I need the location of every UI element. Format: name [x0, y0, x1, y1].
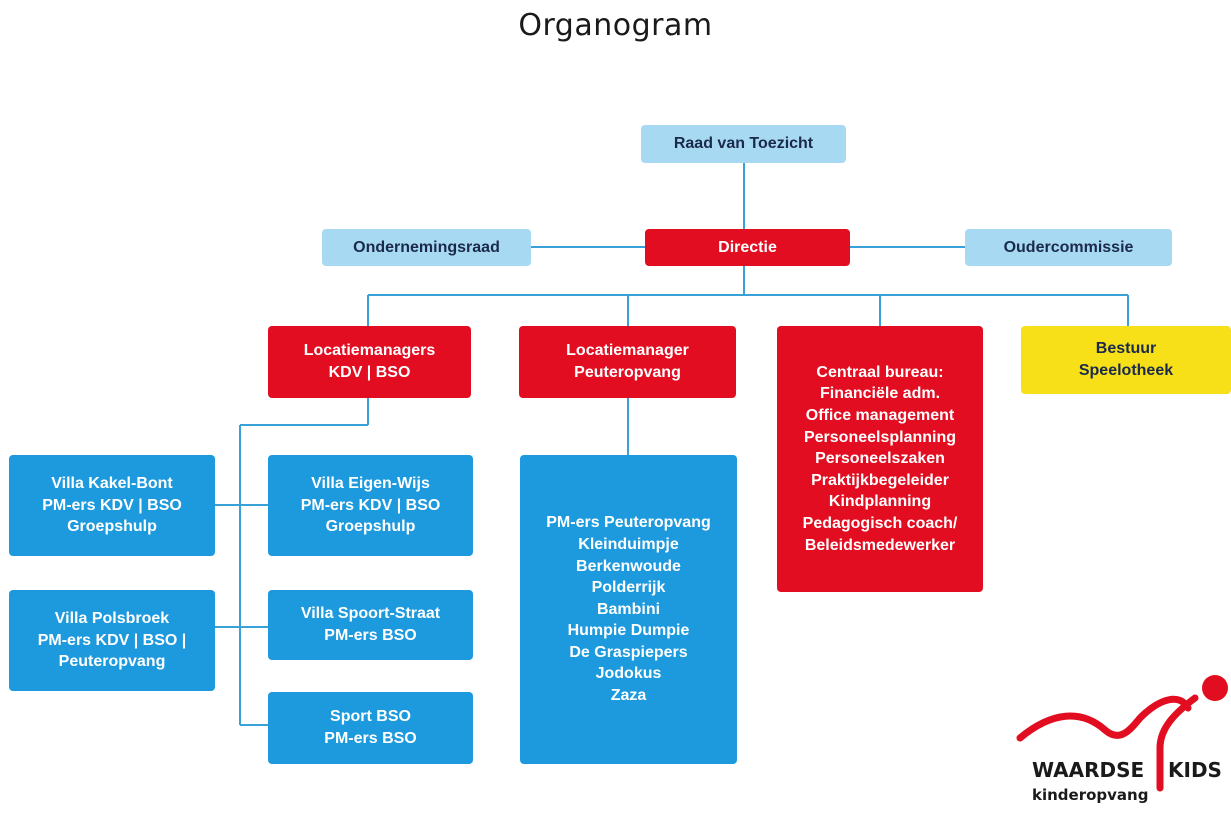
node-label: Jodokus — [595, 665, 662, 683]
node-label: Kleinduimpje — [578, 535, 679, 553]
node-label: PM-ers Peuteropvang — [546, 514, 711, 532]
node-label: Pedagogisch coach/ — [802, 514, 958, 532]
node-bestuur-speelotheek: Bestuur Speelotheek — [1021, 326, 1231, 394]
node-directie: Directie — [645, 229, 850, 266]
node-ondernemingsraad: Ondernemingsraad — [322, 229, 531, 266]
logo-tagline: kinderopvang — [1032, 786, 1149, 804]
node-label: Oudercommissie — [1003, 238, 1134, 256]
node-label: PM-ers BSO — [324, 730, 417, 747]
node-label: Sport BSO — [330, 708, 411, 726]
node-label: Ondernemingsraad — [353, 238, 500, 256]
node-label: Bestuur — [1095, 340, 1157, 358]
node-label: Locatiemanager — [566, 342, 689, 360]
node-locatiemanager-peuteropvang: Locatiemanager Peuteropvang — [519, 326, 736, 398]
node-label: Polderrijk — [591, 579, 666, 597]
node-villa-polsbroek: Villa Polsbroek PM-ers KDV | BSO | Peute… — [9, 590, 215, 691]
node-label: Financiële adm. — [819, 385, 941, 403]
node-label: Speelotheek — [1078, 362, 1174, 379]
node-label: PM-ers KDV | BSO — [42, 496, 182, 514]
node-label: Praktijkbegeleider — [811, 471, 949, 489]
node-label: Groepshulp — [67, 518, 157, 536]
node-label: Centraal bureau: — [816, 363, 944, 381]
node-label: Personeelsplanning — [803, 428, 957, 446]
node-label: De Graspiepers — [569, 643, 688, 661]
node-locatiemanagers-kdv-bso: Locatiemanagers KDV | BSO — [268, 326, 471, 398]
logo-name-2: KIDS — [1168, 758, 1222, 782]
logo-name: WAARDSE — [1032, 758, 1145, 782]
node-label: Villa Polsbroek — [54, 610, 170, 628]
node-label: Peuteropvang — [58, 653, 166, 671]
node-label: Zaza — [610, 687, 647, 705]
node-peuteropvang-locaties: PM-ers Peuteropvang Kleinduimpje Berkenw… — [520, 455, 737, 764]
node-centraal-bureau: Centraal bureau: Financiële adm. Office … — [777, 326, 983, 592]
logo-swoosh-icon — [1016, 675, 1228, 792]
node-label: Peuteropvang — [574, 364, 681, 381]
waardse-kids-logo: WAARDSE KIDS kinderopvang — [1010, 668, 1231, 818]
node-label: Villa Eigen-Wijs — [311, 475, 430, 493]
node-label: Kindplanning — [828, 493, 932, 511]
node-sport-bso: Sport BSO PM-ers BSO — [268, 692, 473, 764]
node-villa-kakel-bont: Villa Kakel-Bont PM-ers KDV | BSO Groeps… — [9, 455, 215, 556]
node-label: Villa Kakel-Bont — [51, 475, 173, 493]
node-label: PM-ers KDV | BSO | — [37, 631, 187, 649]
node-label: KDV | BSO — [328, 364, 411, 381]
node-label: PM-ers KDV | BSO — [300, 496, 441, 514]
node-label: Villa Spoort-Straat — [300, 605, 441, 623]
node-raad-van-toezicht: Raad van Toezicht — [641, 125, 846, 163]
node-villa-eigen-wijs: Villa Eigen-Wijs PM-ers KDV | BSO Groeps… — [268, 455, 473, 556]
node-label: Bambini — [596, 600, 661, 618]
node-label: Berkenwoude — [576, 557, 681, 575]
node-oudercommissie: Oudercommissie — [965, 229, 1172, 266]
node-label: Humpie Dumpie — [567, 622, 690, 640]
node-label: Groepshulp — [325, 518, 416, 536]
node-label: Personeelszaken — [815, 450, 945, 468]
node-label: PM-ers BSO — [324, 627, 417, 644]
page-title: Organogram — [518, 8, 713, 43]
node-label: Raad van Toezicht — [673, 135, 814, 153]
node-villa-spoort-straat: Villa Spoort-Straat PM-ers BSO — [268, 590, 473, 660]
node-label: Office management — [805, 407, 955, 425]
node-label: Locatiemanagers — [303, 342, 436, 360]
node-label: Beleidsmedewerker — [804, 536, 956, 554]
node-label: Directie — [718, 238, 777, 256]
